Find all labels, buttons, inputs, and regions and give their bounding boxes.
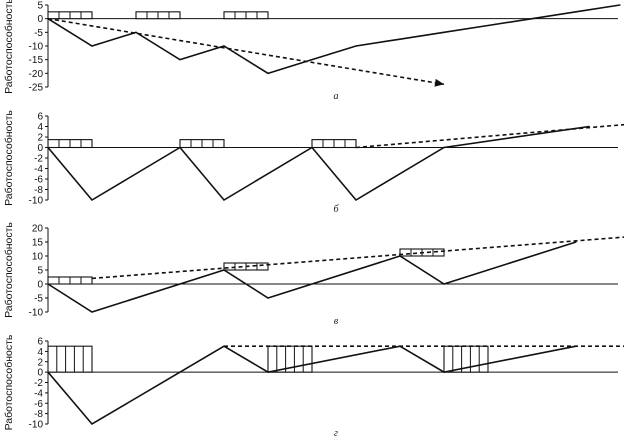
data-point (223, 199, 225, 201)
data-point (311, 146, 313, 149)
y-tick-label: -10 (29, 196, 44, 207)
data-point (355, 199, 357, 201)
data-point (91, 45, 93, 47)
trend-line (91, 236, 624, 280)
y-axis-label: Работоспособность (3, 110, 15, 206)
data-point (91, 423, 93, 425)
y-tick-label: 6 (37, 112, 43, 123)
y-tick-label: -4 (34, 388, 43, 399)
y-tick-label: 5 (37, 1, 43, 12)
y-tick-label: 15 (32, 238, 44, 249)
y-tick-label: 2 (37, 133, 43, 144)
y-tick-label: -2 (34, 378, 43, 389)
data-point (575, 241, 577, 243)
data-point (443, 371, 445, 373)
y-tick-label: -10 (29, 308, 44, 319)
trend-arrowhead (434, 78, 444, 87)
panel-label: б (333, 204, 339, 215)
data-point (588, 125, 590, 128)
data-point (355, 45, 357, 47)
y-tick-label: 0 (37, 280, 43, 291)
data-point (443, 283, 445, 285)
y-tick-label: 4 (37, 347, 43, 358)
data-point (223, 45, 225, 47)
load-block (47, 345, 93, 373)
data-point (179, 146, 181, 149)
panel-label: в (334, 316, 339, 327)
y-tick-label: -8 (34, 185, 43, 196)
y-tick-label: -5 (34, 294, 43, 305)
y-tick-label: -8 (34, 409, 43, 420)
y-tick-label: -15 (29, 55, 44, 66)
y-axis-label: Работоспособность (3, 222, 15, 318)
data-point (399, 345, 401, 347)
y-tick-label: 20 (32, 224, 44, 235)
performance-line (47, 241, 577, 313)
data-point (47, 371, 49, 373)
y-tick-label: -10 (29, 420, 44, 431)
y-tick-label: -25 (29, 83, 44, 94)
data-point (47, 18, 49, 20)
data-point (575, 11, 577, 13)
data-point (443, 146, 445, 149)
data-point (47, 146, 49, 149)
panel-v: 20 15 10 5 0 -5 -10 Работоспособность в (3, 222, 624, 327)
performance-line (47, 4, 621, 75)
data-point (223, 269, 225, 271)
data-point (47, 283, 49, 285)
y-axis-label: Работоспособность (3, 0, 15, 94)
y-tick-label: 2 (37, 357, 43, 368)
y-tick-label: -6 (34, 399, 43, 410)
data-point (575, 345, 577, 347)
data-point (267, 72, 269, 74)
data-point (223, 345, 225, 347)
y-tick-label: 5 (37, 266, 43, 277)
y-tick-label: -10 (29, 42, 44, 53)
y-tick-label: 0 (37, 143, 43, 154)
y-tick-label: -20 (29, 69, 44, 80)
y-tick-label: -6 (34, 175, 43, 186)
y-tick-label: -4 (34, 164, 43, 175)
data-point (443, 31, 445, 33)
data-point (399, 38, 401, 40)
performance-line (47, 125, 590, 202)
y-axis-label: Работоспособность (3, 334, 15, 430)
trend-line (47, 17, 445, 86)
y-tick-label: 10 (32, 252, 44, 263)
data-point (179, 59, 181, 61)
data-point (267, 371, 269, 373)
data-point (531, 18, 533, 20)
y-tick-label: 0 (37, 14, 43, 25)
trend-line (355, 123, 624, 149)
data-point (487, 24, 489, 27)
panel-label: а (334, 91, 339, 102)
data-point (267, 297, 269, 299)
y-tick-label: -5 (34, 28, 43, 39)
data-point (91, 199, 93, 201)
data-point (399, 255, 401, 257)
data-point (311, 59, 313, 61)
data-point (619, 4, 621, 6)
y-tick-label: 6 (37, 337, 43, 348)
panel-a: 5 0 -5 -10 -15 -20 -25 Работоспособность а (3, 0, 621, 102)
y-tick-label: 4 (37, 122, 43, 133)
data-point (91, 311, 93, 313)
panel-label: г (334, 428, 338, 439)
y-tick-label: 0 (37, 368, 43, 379)
data-point (135, 31, 137, 33)
y-tick-label: -2 (34, 154, 43, 165)
